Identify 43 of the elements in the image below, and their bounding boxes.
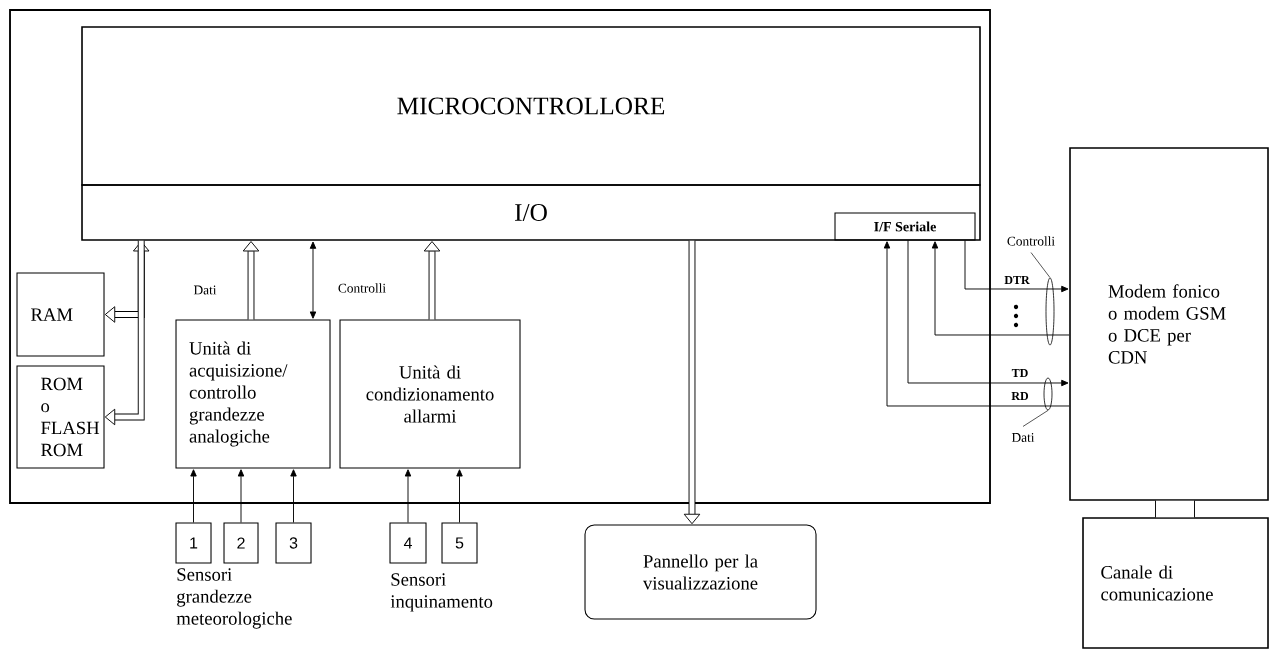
edge-label: RD <box>1010 390 1030 402</box>
sensor-box: 5 <box>441 522 478 564</box>
arrow <box>404 469 412 523</box>
signal-arrow <box>931 241 1070 336</box>
sensor-box: 3 <box>275 522 312 564</box>
sensor-box: 2 <box>223 522 259 564</box>
display-panel-box: Pannello per la visualizzazione <box>584 524 817 620</box>
callout-text: Dati <box>1011 433 1035 442</box>
signal-arrow <box>883 241 1070 407</box>
arrow <box>190 469 197 523</box>
edge-label: Controlli <box>336 281 388 294</box>
bus-arrow <box>104 240 145 426</box>
bus-arrow <box>423 241 441 320</box>
callout-text: Controlli <box>1007 236 1055 246</box>
leader-line <box>1030 252 1051 278</box>
memory-box: RAM <box>16 272 105 357</box>
channel-box: Canale di comunicazione <box>1082 517 1269 649</box>
leader-line <box>1022 410 1049 427</box>
signal-arrow <box>907 240 1069 387</box>
signal-arrow <box>964 240 1069 293</box>
bundle-ellipse <box>1043 377 1053 411</box>
arrow <box>456 469 463 523</box>
edge-label: TD <box>1010 367 1030 379</box>
bus-arrow <box>242 241 260 320</box>
bus-arrow <box>683 240 701 525</box>
double-line <box>1155 500 1195 518</box>
sensor-box: 4 <box>389 522 427 564</box>
unit-box: Unità di acquisizione/ controllo grandezze analogiche <box>175 319 331 469</box>
group-label: Sensori grandezze meteorologiche <box>176 568 292 629</box>
edge-label: DTR <box>1003 274 1031 286</box>
sensor-box: 1 <box>175 522 212 564</box>
arrow <box>309 241 317 319</box>
arrow <box>237 469 245 523</box>
group-label: Sensori inquinamento <box>390 573 493 612</box>
modem-box: Modem fonico o modem GSM o DCE per CDN <box>1069 147 1269 501</box>
serial-interface-box: I/F Seriale <box>834 212 976 241</box>
bundle-ellipse <box>1045 277 1055 346</box>
edge-label: Dati <box>192 284 218 296</box>
system-box <box>9 9 991 504</box>
arrow <box>290 469 297 523</box>
microcontroller-box: MICROCONTROLLORE <box>81 26 981 186</box>
unit-box: Unità di condizionamento allarmi <box>339 319 521 469</box>
memory-box: ROM o FLASH ROM <box>16 365 105 469</box>
